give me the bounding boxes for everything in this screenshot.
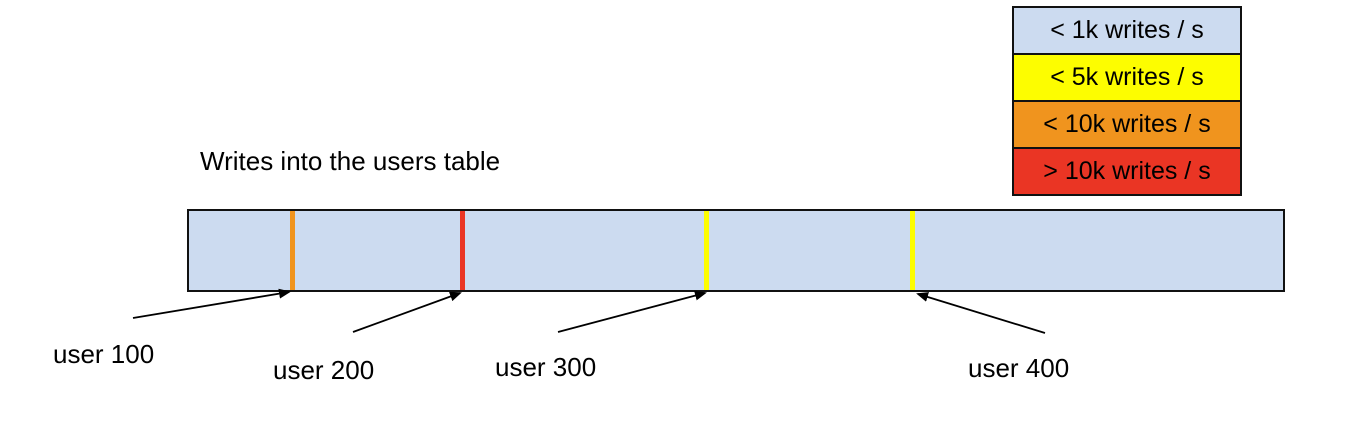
arrow-user-400: [916, 292, 1046, 334]
users-table-bar: [187, 209, 1285, 292]
legend-item-label: < 1k writes / s: [1050, 16, 1204, 44]
arrow-user-300: [557, 290, 707, 333]
user-200-label: user 200: [273, 355, 375, 385]
legend-item-label: > 10k writes / s: [1043, 157, 1211, 185]
write-marker-user-400: [910, 211, 915, 290]
write-marker-user-100: [290, 211, 295, 290]
diagram-title: Writes into the users table: [200, 146, 501, 176]
legend-item-lt-1k: < 1k writes / s: [1014, 8, 1240, 55]
arrow-user-100: [132, 288, 291, 319]
legend-item-gt-10k: > 10k writes / s: [1014, 149, 1240, 194]
arrow-user-200: [352, 291, 462, 333]
legend-item-lt-10k: < 10k writes / s: [1014, 102, 1240, 149]
legend-item-label: < 5k writes / s: [1050, 63, 1204, 91]
user-100-label: user 100: [53, 339, 155, 369]
legend-item-label: < 10k writes / s: [1043, 110, 1211, 138]
write-marker-user-300: [704, 211, 709, 290]
user-300-label: user 300: [495, 352, 597, 382]
user-400-label: user 400: [968, 353, 1070, 383]
write-marker-user-200: [460, 211, 465, 290]
legend-item-lt-5k: < 5k writes / s: [1014, 55, 1240, 102]
legend: < 1k writes / s < 5k writes / s < 10k wr…: [1012, 6, 1242, 196]
